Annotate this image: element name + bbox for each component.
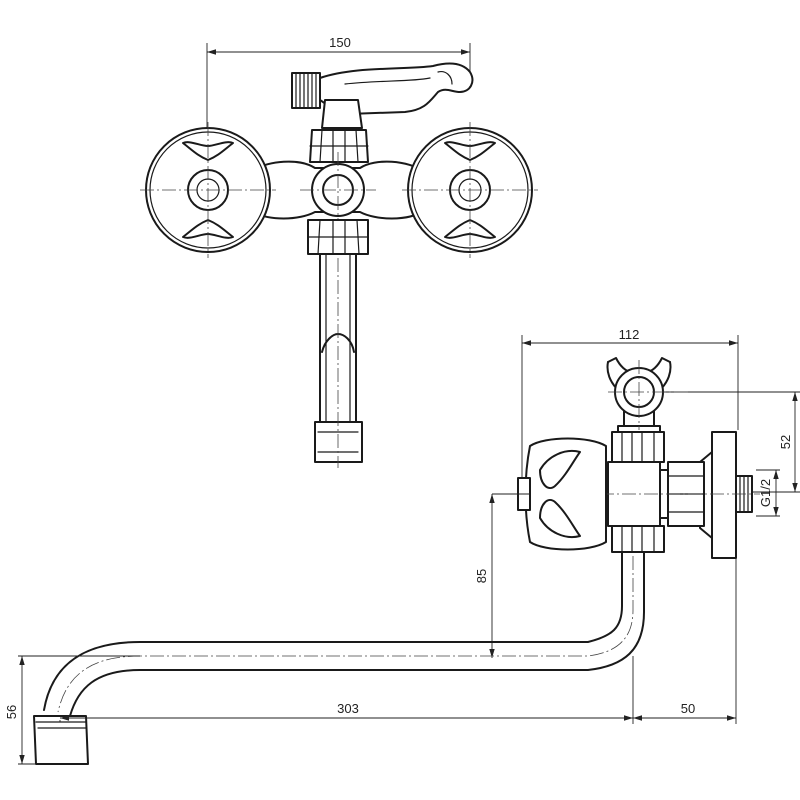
dim-303-label: 303 bbox=[337, 701, 359, 716]
thread-label: G1/2 bbox=[758, 479, 773, 507]
lower-nut bbox=[307, 219, 369, 255]
wall-flange bbox=[699, 431, 753, 559]
side-view: 112 52 G1/2 bbox=[4, 327, 800, 765]
diverter-lever bbox=[291, 62, 474, 129]
dim-112-label: 112 bbox=[619, 327, 640, 342]
dim-56-label: 56 bbox=[4, 705, 19, 719]
center-outlet bbox=[300, 152, 376, 228]
front-view: 150 bbox=[140, 35, 538, 468]
dim-150-label: 150 bbox=[329, 35, 351, 50]
dim-85-label: 85 bbox=[474, 569, 489, 583]
dim-85: 85 bbox=[474, 493, 530, 658]
spout-side bbox=[33, 551, 645, 765]
shower-outlet bbox=[606, 357, 690, 433]
right-handle bbox=[402, 122, 538, 258]
upper-nut bbox=[309, 129, 369, 163]
side-handle bbox=[517, 437, 607, 551]
dim-56: 56 bbox=[4, 655, 140, 765]
spout-front bbox=[314, 253, 363, 468]
dim-303: 303 bbox=[59, 656, 634, 724]
dim-52-label: 52 bbox=[778, 435, 793, 449]
dim-50-label: 50 bbox=[681, 701, 695, 716]
dim-112: 112 bbox=[521, 327, 739, 480]
dim-50: 50 bbox=[633, 558, 737, 724]
side-body bbox=[600, 431, 760, 553]
left-handle bbox=[140, 122, 276, 258]
thread-callout: G1/2 bbox=[756, 469, 780, 517]
